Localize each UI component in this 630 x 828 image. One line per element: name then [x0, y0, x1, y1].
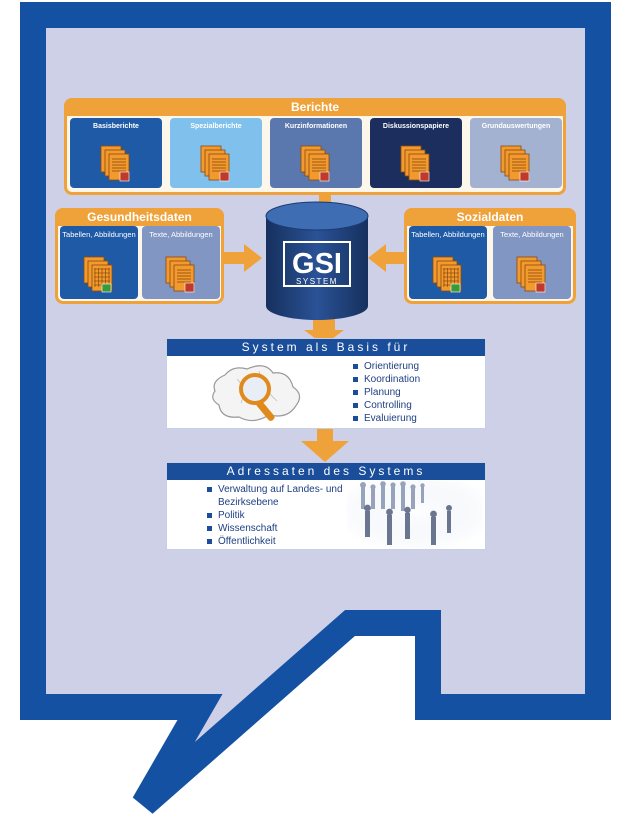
arrow-down-adressaten: [301, 429, 349, 462]
gesundheitsdaten-title: Gesundheitsdaten: [55, 208, 224, 226]
document-stack-icon: [200, 145, 230, 182]
arrow-down-basis: [304, 314, 344, 345]
basis-item: Koordination: [353, 373, 420, 386]
sozialdaten-card-label: Texte, Abbildungen: [500, 230, 564, 239]
arrow-right-gesundheit: [224, 244, 262, 272]
gsi-database-icon: GSI SYSTEM: [265, 201, 369, 320]
berichte-card-label: Basisberichte: [93, 123, 139, 130]
adressaten-item: Öffentlichkeit: [207, 535, 348, 548]
berichte-card-label: Diskussionspapiere: [382, 123, 450, 130]
berichte-card-2: Kurzinformationen: [270, 118, 362, 188]
gesundheitsdaten-card-label: Texte, Abbildungen: [149, 230, 213, 239]
basis-item: Controlling: [353, 399, 420, 412]
basis-item: Planung: [353, 386, 420, 399]
gesundheitsdaten-card-label: Tabellen, Abbildungen: [62, 230, 136, 239]
berichte-card-label: Kurzinformationen: [284, 123, 348, 130]
berichte-title: Berichte: [64, 98, 566, 116]
adressaten-title: Adressaten des Systems: [167, 463, 485, 480]
sozialdaten-card-1: Texte, Abbildungen: [493, 226, 571, 299]
adressaten-box: Adressaten des Systems Verwaltung auf La…: [166, 462, 486, 550]
gesundheitsdaten-card-0: Tabellen, Abbildungen: [60, 226, 138, 299]
berichte-card-3: Diskussionspapiere: [370, 118, 462, 188]
berichte-card-label: Grundauswertungen: [481, 123, 551, 130]
berichte-card-4: Grundauswertungen: [470, 118, 562, 188]
document-stack-icon: [516, 256, 546, 293]
adressaten-item: Verwaltung auf Landes- und Bezirksebene: [207, 483, 348, 509]
berichte-card-label: Spezialberichte: [190, 123, 242, 130]
adressaten-item: Wissenschaft: [207, 522, 348, 535]
document-stack-icon: [100, 145, 130, 182]
arrow-left-sozial: [368, 244, 404, 272]
spreadsheet-stack-icon: [83, 256, 113, 293]
document-stack-icon: [300, 145, 330, 182]
document-stack-icon: [165, 256, 195, 293]
basis-item: Evaluierung: [353, 412, 420, 425]
gsi-logo-text: GSI: [292, 248, 342, 280]
sozialdaten-title: Sozialdaten: [404, 208, 576, 226]
sozialdaten-card-label: Tabellen, Abbildungen: [411, 230, 485, 239]
berichte-card-1: Spezialberichte: [170, 118, 262, 188]
sozialdaten-card-0: Tabellen, Abbildungen: [409, 226, 487, 299]
document-stack-icon: [500, 145, 530, 182]
berichte-card-0: Basisberichte: [70, 118, 162, 188]
magnifier-map-icon: [212, 365, 301, 422]
crowd-silhouette-icon: [347, 481, 483, 549]
adressaten-item: Politik: [207, 509, 348, 522]
basis-item: Orientierung: [353, 360, 420, 373]
document-stack-icon: [400, 145, 430, 182]
spreadsheet-stack-icon: [432, 256, 462, 293]
gsi-logo-subtext: SYSTEM: [296, 277, 338, 286]
gesundheitsdaten-card-1: Texte, Abbildungen: [142, 226, 220, 299]
basis-title: System als Basis für: [167, 339, 485, 356]
